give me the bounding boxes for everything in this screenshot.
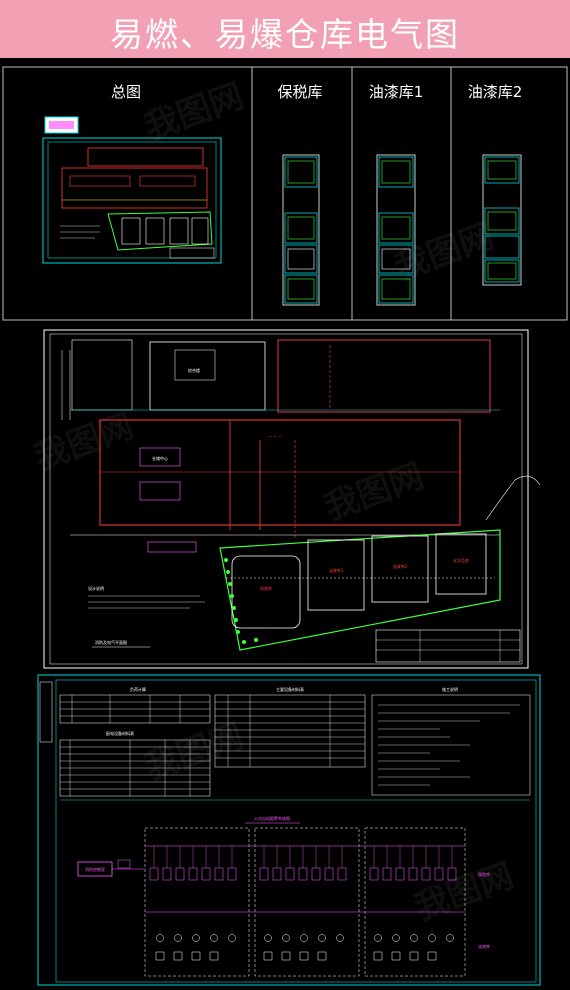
building-paint-1	[307, 539, 365, 611]
site-plan-frame	[43, 329, 529, 669]
svg-text:— — —: — — —	[268, 434, 283, 439]
table3	[371, 694, 531, 796]
page-title: 易燃、易爆仓库电气图	[110, 15, 460, 54]
drawing-canvas: 我图网 我图网 我图网 我图网 我图网 我图网 总图 保税库 油漆库1 油漆库2	[0, 58, 570, 990]
paint2-sheets-thumbnail	[482, 154, 522, 286]
overview-strip: 总图 保税库 油漆库1 油漆库2	[2, 66, 568, 321]
site-plan: 综合楼 仓储中心 — — — 保税库 油漆库1 油漆库2 化学品库	[43, 329, 541, 669]
label-chemical: 化学品库	[453, 557, 469, 563]
general-plan-thumbnail	[42, 116, 222, 264]
diagram-title: 火灾自动报警系统图	[254, 815, 290, 821]
building-storage-center	[99, 419, 461, 526]
detector-row	[155, 934, 454, 961]
bonded-sheets-thumbnail	[282, 154, 320, 306]
label-bonded: 保税库	[260, 585, 272, 591]
side-label-bonded: 保税库	[478, 871, 490, 877]
svg-text:我图网: 我图网	[139, 716, 249, 788]
overview-frame	[2, 66, 568, 321]
svg-text:我图网: 我图网	[389, 216, 499, 288]
table2-title: 主要设备材料表	[276, 686, 304, 692]
sheet-label-bonded: 保税库	[277, 83, 322, 101]
side-label-paint: 油漆库	[478, 943, 490, 949]
site-notes-title: 设计说明	[88, 585, 104, 591]
table3-title: 施工说明	[442, 686, 458, 692]
title-banner: 易燃、易爆仓库电气图	[0, 0, 570, 58]
fire-control-panel-label: 消防控制室	[85, 866, 105, 872]
building-bonded	[231, 555, 301, 629]
table1-title: 负荷计算	[130, 686, 146, 692]
paint1-sheets-thumbnail	[376, 154, 416, 306]
sheet-label-paint-1: 油漆库1	[369, 83, 424, 101]
tree-row	[224, 558, 258, 644]
zone-box-1	[144, 827, 250, 977]
building-north-red	[277, 339, 491, 413]
svg-text:我图网: 我图网	[319, 456, 429, 528]
zone-box-3	[364, 827, 466, 977]
table2	[214, 694, 366, 768]
site-plan-title: 消防及电气平面图	[95, 639, 127, 645]
system-sheet-frame	[37, 674, 541, 986]
system-sheet: 负荷计算 配电设备材料表 主要设备材料表	[37, 674, 541, 986]
drawing-svg: 我图网 我图网 我图网 我图网 我图网 我图网 总图 保税库 油漆库1 油漆库2	[2, 66, 568, 986]
sheet-label-paint-2: 油漆库2	[468, 83, 523, 101]
watermark-layer: 我图网 我图网 我图网 我图网 我图网 我图网	[29, 76, 519, 928]
svg-text:我图网: 我图网	[29, 406, 139, 478]
building-office	[149, 341, 266, 411]
label-paint-2: 油漆库2	[393, 563, 408, 569]
building-chemical	[435, 533, 487, 595]
label-office: 综合楼	[188, 367, 200, 373]
module-wires	[153, 846, 453, 868]
table4-title: 配电设备材料表	[106, 730, 134, 736]
module-row	[149, 867, 457, 881]
label-paint-1: 油漆库1	[329, 567, 344, 573]
label-storage-center: 仓储中心	[152, 455, 168, 461]
sheet-label-general: 总图	[111, 83, 141, 101]
site-title-block	[375, 629, 521, 663]
zone-box-2	[254, 827, 360, 977]
building-paint-2	[371, 535, 429, 603]
